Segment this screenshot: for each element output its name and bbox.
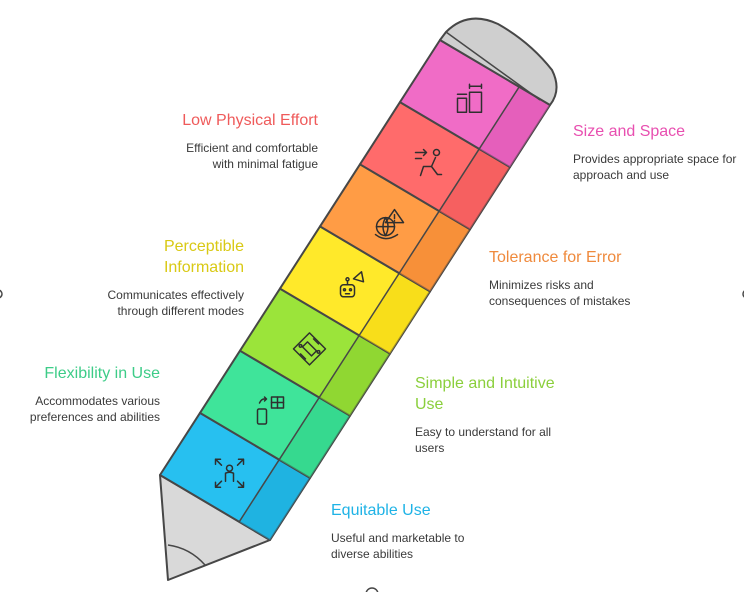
segment-shade-size xyxy=(479,86,550,168)
segment-stripe-tolerance xyxy=(398,210,440,274)
label-tolerance-desc: Minimizes risks and consequences of mist… xyxy=(489,278,631,308)
label-effort-desc: Efficient and comfortable with minimal f… xyxy=(186,141,318,171)
person-expand-icon xyxy=(214,458,245,488)
eraser-band xyxy=(445,31,541,101)
segment-stripe-perceptible xyxy=(358,272,400,336)
edge-mark-right xyxy=(742,290,744,298)
label-flexibility-title: Flexibility in Use xyxy=(44,365,160,382)
label-effort-title: Low Physical Effort xyxy=(182,112,318,129)
segment-stripe-flexibility xyxy=(278,397,320,461)
segment-shade-tolerance xyxy=(399,211,470,292)
label-simple-desc: Easy to understand for all users xyxy=(415,425,552,455)
label-equitable-desc: Useful and marketable to diverse abiliti… xyxy=(331,531,465,561)
label-tolerance-title: Tolerance for Error xyxy=(489,249,622,266)
segment-shade-simple xyxy=(319,335,390,416)
segment-shade-effort xyxy=(439,148,510,230)
label-perceptible-desc: Communicates effectively through differe… xyxy=(107,288,245,318)
edge-mark-left xyxy=(0,289,3,299)
size-boxes-icon xyxy=(456,83,483,114)
phone-grid-icon xyxy=(256,396,285,425)
warning-globe-icon xyxy=(374,208,405,240)
segment-shade-equitable xyxy=(239,459,310,540)
segment-stripe-simple xyxy=(318,334,360,398)
circuit-chip-icon xyxy=(292,332,327,366)
segment-stripe-effort xyxy=(438,148,480,212)
pencil-tip-line xyxy=(167,544,206,566)
label-equitable: Equitable Use Useful and marketable to d… xyxy=(331,500,506,562)
label-equitable-title: Equitable Use xyxy=(331,502,431,519)
label-simple-title: Simple and Intuitive Use xyxy=(415,375,555,413)
segment-shade-flexibility xyxy=(279,397,350,478)
label-effort: Low Physical Effort Efficient and comfor… xyxy=(150,110,318,172)
edge-mark-bottom xyxy=(365,587,379,592)
label-perceptible: Perceptible Information Communicates eff… xyxy=(100,236,245,319)
segment-stripe-equitable xyxy=(238,459,280,523)
segment-stripe-size xyxy=(478,86,520,150)
robot-megaphone-icon xyxy=(339,271,365,298)
label-size-desc: Provides appropriate space for approach … xyxy=(573,152,737,182)
label-size-title: Size and Space xyxy=(573,123,686,140)
segment-shade-perceptible xyxy=(359,273,430,354)
label-perceptible-title: Perceptible Information xyxy=(163,238,244,276)
label-flexibility-desc: Accommodates various preferences and abi… xyxy=(29,394,160,424)
label-size: Size and Space Provides appropriate spac… xyxy=(573,121,741,183)
label-tolerance: Tolerance for Error Minimizes risks and … xyxy=(489,247,659,309)
label-simple: Simple and Intuitive Use Easy to underst… xyxy=(415,373,575,456)
label-flexibility: Flexibility in Use Accommodates various … xyxy=(12,363,160,425)
seated-person-icon xyxy=(414,148,443,177)
pencil-eraser xyxy=(439,17,558,106)
